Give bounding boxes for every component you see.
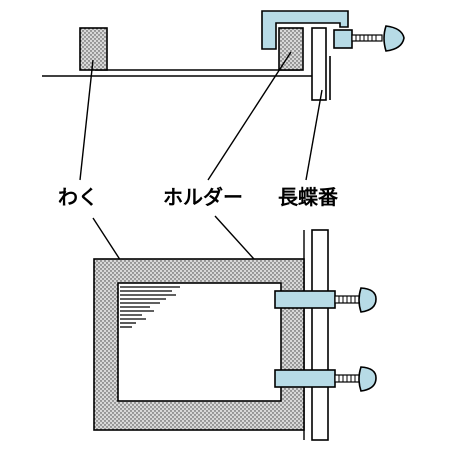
bottom-view — [93, 229, 377, 441]
label-holder: ホルダー — [163, 185, 243, 209]
bottom-frame-opening — [117, 282, 282, 402]
label-waku: わく — [58, 185, 98, 209]
leader-hinge-top — [305, 89, 323, 181]
holder-lower-knob — [358, 366, 377, 392]
bottom-holder-upper — [274, 287, 377, 313]
top-screw-knob — [383, 25, 405, 52]
holder-upper-bar — [274, 290, 336, 309]
top-frame-block-right — [278, 27, 304, 71]
top-view — [42, 10, 405, 101]
holder-upper-knob — [358, 287, 377, 313]
top-frame-block-left — [79, 27, 108, 71]
glass-hatch-lines — [120, 286, 180, 328]
top-screw-threads — [355, 35, 377, 41]
holder-lower-bar — [274, 369, 336, 388]
top-screw-shaft — [351, 34, 383, 42]
label-hinge: 長蝶番 — [278, 185, 339, 209]
bottom-holder-lower — [274, 366, 377, 392]
top-hinge-plate — [311, 27, 327, 101]
leader-waku-top — [79, 59, 94, 181]
top-screw-block — [333, 29, 353, 49]
leader-holder-top — [207, 51, 292, 181]
top-holder-clamp — [261, 10, 349, 50]
bottom-hinge-plate — [311, 229, 329, 441]
